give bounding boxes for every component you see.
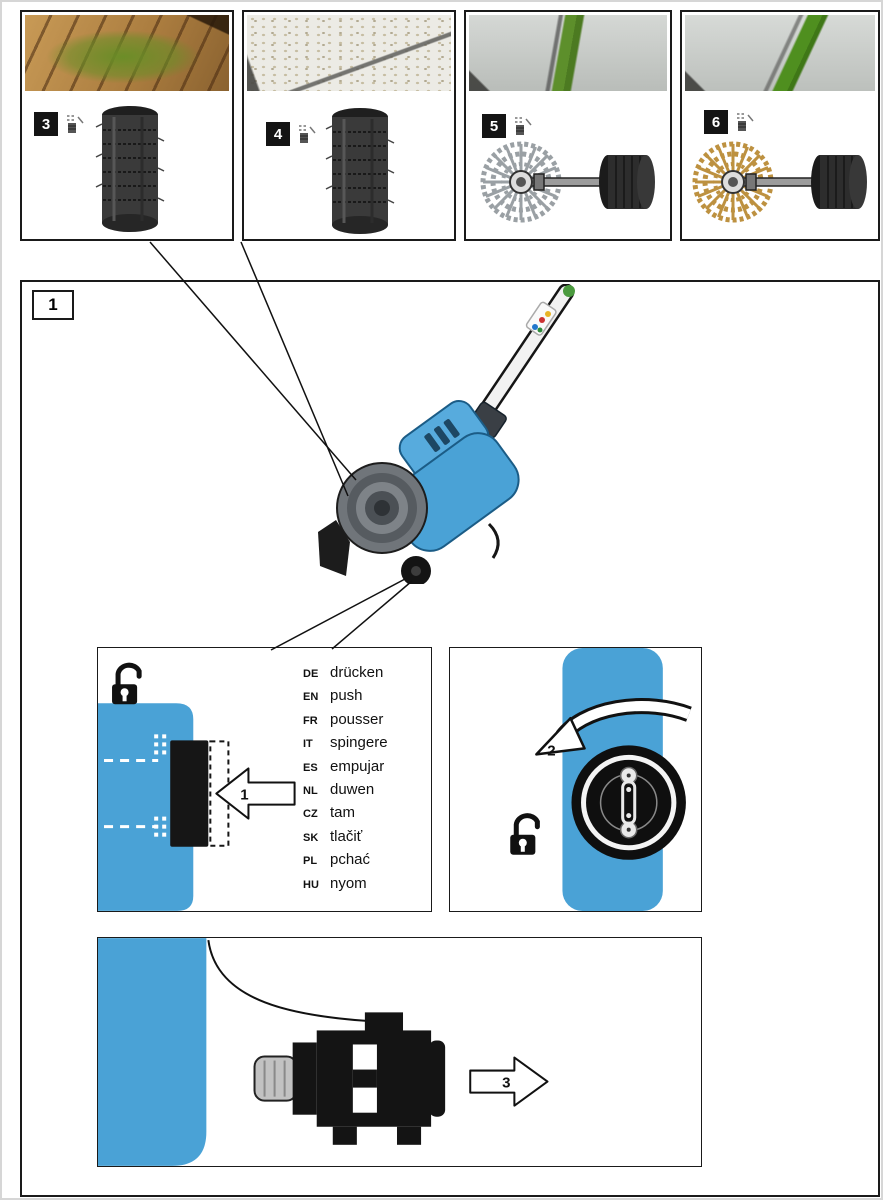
button-travel-outline xyxy=(209,740,230,847)
surface-photo-mossy-wood xyxy=(25,15,229,91)
translation-word: tlačiť xyxy=(330,827,363,845)
shaft-tip xyxy=(563,285,575,297)
open-padlock-icon xyxy=(510,813,540,855)
step-badge-4: 4 xyxy=(266,122,290,146)
translation-word: push xyxy=(330,687,363,705)
locking-dial xyxy=(571,745,686,860)
cable xyxy=(487,522,500,559)
brush-roller xyxy=(336,462,428,554)
translation-row: SK tlačiť xyxy=(303,828,388,851)
accessory-panel-6: 6 xyxy=(680,10,880,241)
perforation-dots xyxy=(154,734,167,837)
translation-word: spingere xyxy=(330,734,388,752)
accessory-panel-5: 5 xyxy=(464,10,672,241)
arrow-label-3: 3 xyxy=(502,1075,510,1092)
translation-row: EN push xyxy=(303,687,388,710)
translation-row: ES empujar xyxy=(303,758,388,781)
steel-wire-wheel-brush xyxy=(480,141,655,223)
language-code: HU xyxy=(303,878,319,891)
translation-row: CZ tam xyxy=(303,804,388,827)
language-code: SK xyxy=(303,831,319,844)
tool-housing-cutaway xyxy=(98,703,194,911)
lock-knob xyxy=(401,556,431,584)
nylon-cylinder-brush xyxy=(325,108,395,234)
motor-vents xyxy=(424,419,460,452)
push-direction-arrow xyxy=(215,767,296,820)
language-code: EN xyxy=(303,691,319,704)
language-code: DE xyxy=(303,668,319,680)
surface-photo-paving-weed xyxy=(469,15,667,91)
translation-word: duwen xyxy=(330,780,375,798)
translation-row: DE drücken xyxy=(303,664,388,687)
accessory-panel-4: 4 xyxy=(242,10,456,241)
lock-button xyxy=(170,740,209,847)
brush-mount-icon xyxy=(67,115,84,133)
tool-housing-cutaway xyxy=(98,938,207,1166)
blue-multi-tool-brush-head xyxy=(318,284,575,584)
arrow-label-2: 2 xyxy=(547,742,555,759)
step-badge-5: 5 xyxy=(482,114,506,138)
language-code: NL xyxy=(303,784,318,797)
step-number-1: 1 xyxy=(32,290,74,320)
brush-mount-icon xyxy=(299,125,316,143)
language-code: ES xyxy=(303,761,318,774)
rotate-direction-arrow xyxy=(535,698,692,756)
step-badge-3: 3 xyxy=(34,112,58,136)
language-code: PL xyxy=(303,855,318,868)
translation-word: tam xyxy=(330,804,356,822)
surface-photo-paving-weed xyxy=(685,15,875,91)
translation-row: PL pchać xyxy=(303,851,388,874)
translation-row: IT spingere xyxy=(303,734,388,757)
translation-row: HU nyom xyxy=(303,875,388,898)
open-padlock-icon xyxy=(112,662,142,705)
guard-bracket xyxy=(318,520,350,576)
translation-word: nyom xyxy=(330,874,367,892)
step-badge-6: 6 xyxy=(704,110,728,134)
remove-step-panel: 3 xyxy=(97,937,702,1167)
nylon-cylinder-brush xyxy=(95,106,165,232)
push-step-panel: 1 DE drücken EN push FR pousser IT xyxy=(97,647,432,912)
remove-step-diagram: 3 xyxy=(98,938,549,1166)
translation-word: drücken xyxy=(330,664,384,681)
translation-row: NL duwen xyxy=(303,781,388,804)
brush-mount-icon xyxy=(737,113,754,131)
remove-direction-arrow xyxy=(469,1056,549,1107)
accessory-panel-3: 3 xyxy=(20,10,234,241)
language-code: CZ xyxy=(303,808,318,821)
surface-photo-stone-grit xyxy=(247,15,451,91)
rotate-step-panel: 2 xyxy=(449,647,702,912)
translation-word: pchać xyxy=(330,851,371,869)
brush-mount-icon xyxy=(515,117,532,135)
push-step-diagram: 1 xyxy=(98,662,296,911)
spindle-assembly xyxy=(253,1012,446,1145)
arrow-label-1: 1 xyxy=(240,787,248,804)
translation-row: FR pousser xyxy=(303,711,388,734)
translation-word: pousser xyxy=(330,710,384,728)
language-code: FR xyxy=(303,714,318,727)
translation-word: empujar xyxy=(330,757,385,775)
brass-wire-wheel-brush xyxy=(692,141,867,223)
translation-list: DE drücken EN push FR pousser IT spinger… xyxy=(303,664,388,898)
rotate-step-diagram: 2 xyxy=(510,648,692,911)
language-code: IT xyxy=(303,738,313,751)
